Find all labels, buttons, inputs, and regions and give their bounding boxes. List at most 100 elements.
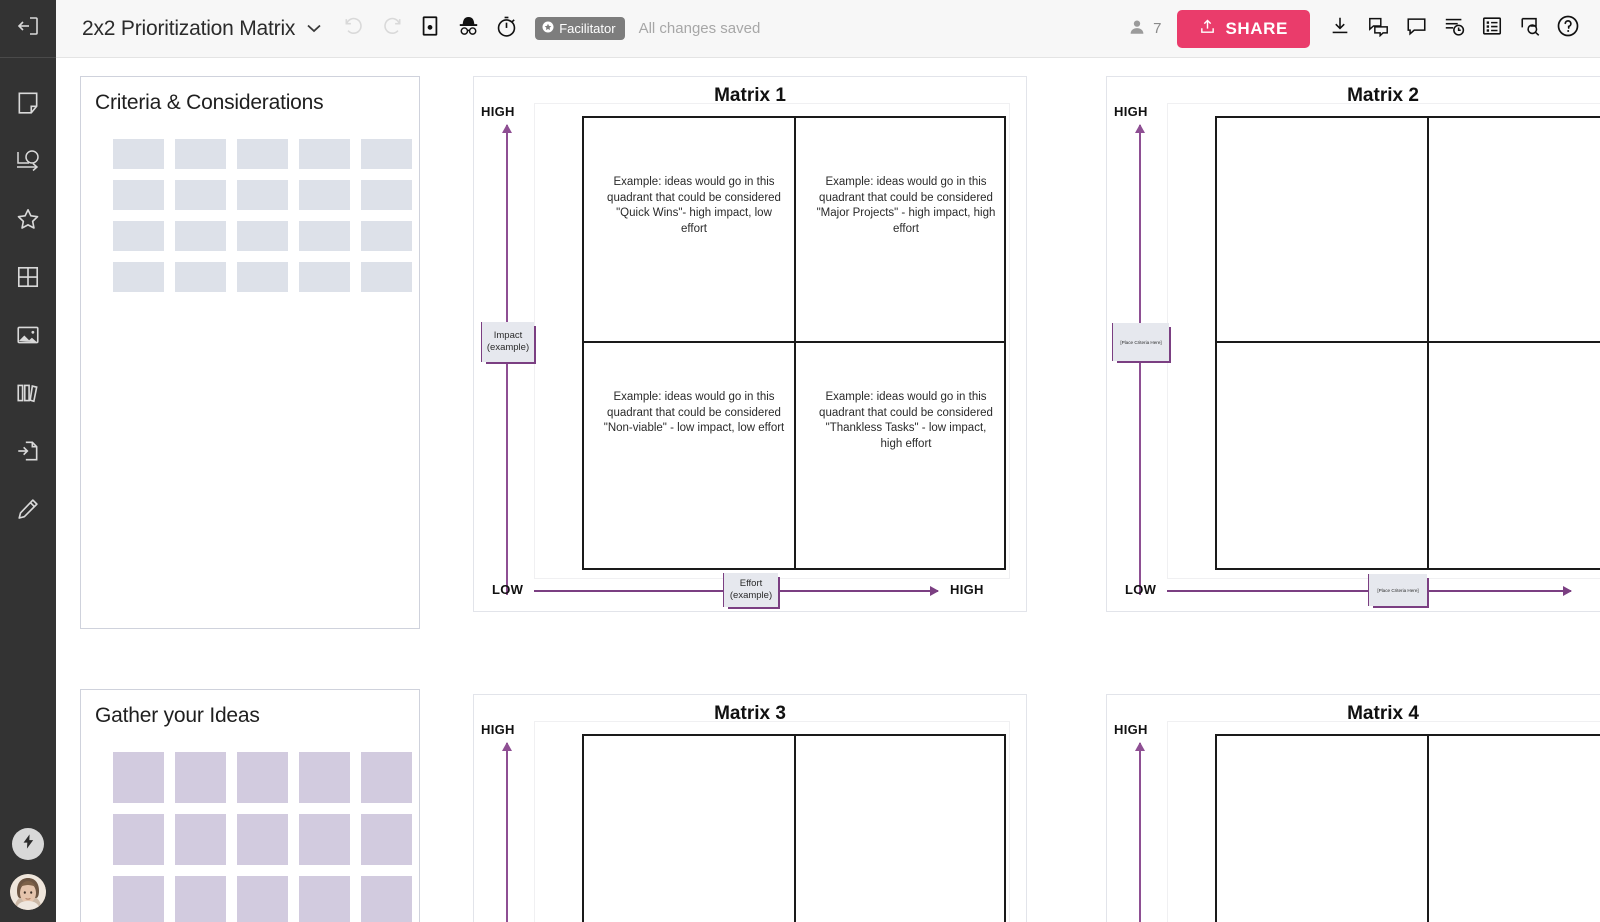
placeholder-card[interactable] <box>361 139 412 169</box>
panel-ideas[interactable]: Gather your Ideas <box>80 689 420 922</box>
sidebar-item-frame[interactable] <box>0 248 56 306</box>
placeholder-card[interactable] <box>175 221 226 251</box>
toolbar-right-group <box>1322 11 1586 47</box>
help-button[interactable] <box>1550 11 1586 47</box>
matrix-1[interactable]: Matrix 1 HIGH Example: ideas would go in… <box>473 76 1027 612</box>
online-users[interactable]: 7 <box>1128 18 1161 40</box>
matrix-2-x-axis-sticky[interactable]: [Place Criteria Here] <box>1369 574 1427 606</box>
sidebar-item-import[interactable] <box>0 422 56 480</box>
download-button[interactable] <box>1322 11 1358 47</box>
matrix-1-x-axis-sticky[interactable]: Effort (example) <box>724 573 778 607</box>
panel-title-ideas: Gather your Ideas <box>95 704 260 727</box>
placeholder-card[interactable] <box>361 262 412 292</box>
ideas-card-grid <box>81 728 419 922</box>
placeholder-card[interactable] <box>113 221 164 251</box>
anonymous-mode-button[interactable] <box>449 10 487 48</box>
idea-card[interactable] <box>237 876 288 922</box>
board-canvas[interactable]: Criteria & Considerations <box>56 58 1600 922</box>
idea-card[interactable] <box>113 814 164 865</box>
top-toolbar: 2x2 Prioritization Matrix <box>56 0 1600 58</box>
facilitator-star-icon <box>542 21 554 36</box>
library-icon <box>15 380 41 406</box>
redo-button[interactable] <box>373 10 411 48</box>
y-sticky-line-1: Impact <box>493 330 523 341</box>
collapse-sidebar-button[interactable] <box>0 0 56 58</box>
placeholder-card[interactable] <box>361 180 412 210</box>
comments-icon <box>1367 15 1390 42</box>
save-status: All changes saved <box>638 20 761 37</box>
idea-card[interactable] <box>361 814 412 865</box>
placeholder-card[interactable] <box>237 139 288 169</box>
idea-card[interactable] <box>299 814 350 865</box>
sidebar-item-pen[interactable] <box>0 480 56 538</box>
x-sticky-line-1: Effort <box>739 578 763 589</box>
placeholder-card[interactable] <box>175 262 226 292</box>
placeholder-card[interactable] <box>299 180 350 210</box>
idea-card[interactable] <box>113 752 164 803</box>
idea-card[interactable] <box>299 752 350 803</box>
placeholder-card[interactable] <box>113 180 164 210</box>
matrix-2-y-axis-sticky[interactable]: [Place Criteria Here] <box>1113 323 1169 361</box>
sidebar-item-image[interactable] <box>0 306 56 364</box>
placeholder-card[interactable] <box>113 262 164 292</box>
chevron-down-icon[interactable] <box>307 21 321 36</box>
comments-button[interactable] <box>1360 11 1396 47</box>
placeholder-card[interactable] <box>299 139 350 169</box>
avatar[interactable] <box>10 874 46 910</box>
search-board-button[interactable] <box>1512 11 1548 47</box>
agenda-list-button[interactable] <box>1474 11 1510 47</box>
idea-card[interactable] <box>237 752 288 803</box>
idea-card[interactable] <box>299 876 350 922</box>
placeholder-card[interactable] <box>113 139 164 169</box>
user-count-value: 7 <box>1153 20 1162 37</box>
idea-card[interactable] <box>175 814 226 865</box>
panel-criteria[interactable]: Criteria & Considerations <box>80 76 420 629</box>
timer-button[interactable] <box>487 10 525 48</box>
share-button[interactable]: SHARE <box>1177 9 1310 48</box>
undo-button[interactable] <box>335 10 373 48</box>
idea-card[interactable] <box>113 876 164 922</box>
matrix-4[interactable]: Matrix 4 HIGH <box>1106 694 1600 922</box>
matrix-2-vertical-divider <box>1427 116 1429 570</box>
sidebar-item-shapes[interactable] <box>0 132 56 190</box>
activity-history-button[interactable] <box>1436 11 1472 47</box>
idea-card[interactable] <box>175 752 226 803</box>
placeholder-card[interactable] <box>237 262 288 292</box>
facilitator-label: Facilitator <box>559 21 616 36</box>
rail-bottom-group <box>0 828 56 910</box>
sidebar-item-sticky-note[interactable] <box>0 74 56 132</box>
idea-card[interactable] <box>361 752 412 803</box>
idea-card[interactable] <box>175 876 226 922</box>
status-badge[interactable]: Facilitator <box>535 17 625 40</box>
dot-voting-icon <box>419 15 441 42</box>
sidebar-item-star[interactable] <box>0 190 56 248</box>
pen-icon <box>15 496 41 522</box>
placeholder-card[interactable] <box>237 180 288 210</box>
import-icon <box>15 438 41 464</box>
placeholder-card[interactable] <box>299 221 350 251</box>
matrix-1-label-high-vertical: HIGH <box>481 104 515 119</box>
dot-voting-button[interactable] <box>411 10 449 48</box>
lightning-button[interactable] <box>12 828 44 860</box>
undo-icon <box>343 15 365 42</box>
download-icon <box>1329 15 1351 42</box>
sidebar-item-library[interactable] <box>0 364 56 422</box>
user-icon <box>1128 18 1146 40</box>
idea-card[interactable] <box>361 876 412 922</box>
placeholder-card[interactable] <box>361 221 412 251</box>
matrix-2[interactable]: Matrix 2 HIGH [Place Criteria Here] LOW … <box>1106 76 1600 612</box>
matrix-1-y-axis-sticky[interactable]: Impact (example) <box>482 322 534 362</box>
placeholder-card[interactable] <box>299 262 350 292</box>
y-sticky-text: [Place Criteria Here] <box>1120 339 1162 345</box>
matrix-4-vertical-divider <box>1427 734 1429 922</box>
placeholder-card[interactable] <box>175 139 226 169</box>
matrix-3[interactable]: Matrix 3 HIGH <box>473 694 1027 922</box>
y-sticky-line-2: (example) <box>486 342 530 353</box>
placeholder-card[interactable] <box>237 221 288 251</box>
matrix-4-inner-frame <box>1167 721 1600 922</box>
idea-card[interactable] <box>237 814 288 865</box>
chat-button[interactable] <box>1398 11 1434 47</box>
anonymous-mode-icon <box>456 15 481 42</box>
placeholder-card[interactable] <box>175 180 226 210</box>
matrix-2-quadrant-box <box>1215 116 1600 570</box>
